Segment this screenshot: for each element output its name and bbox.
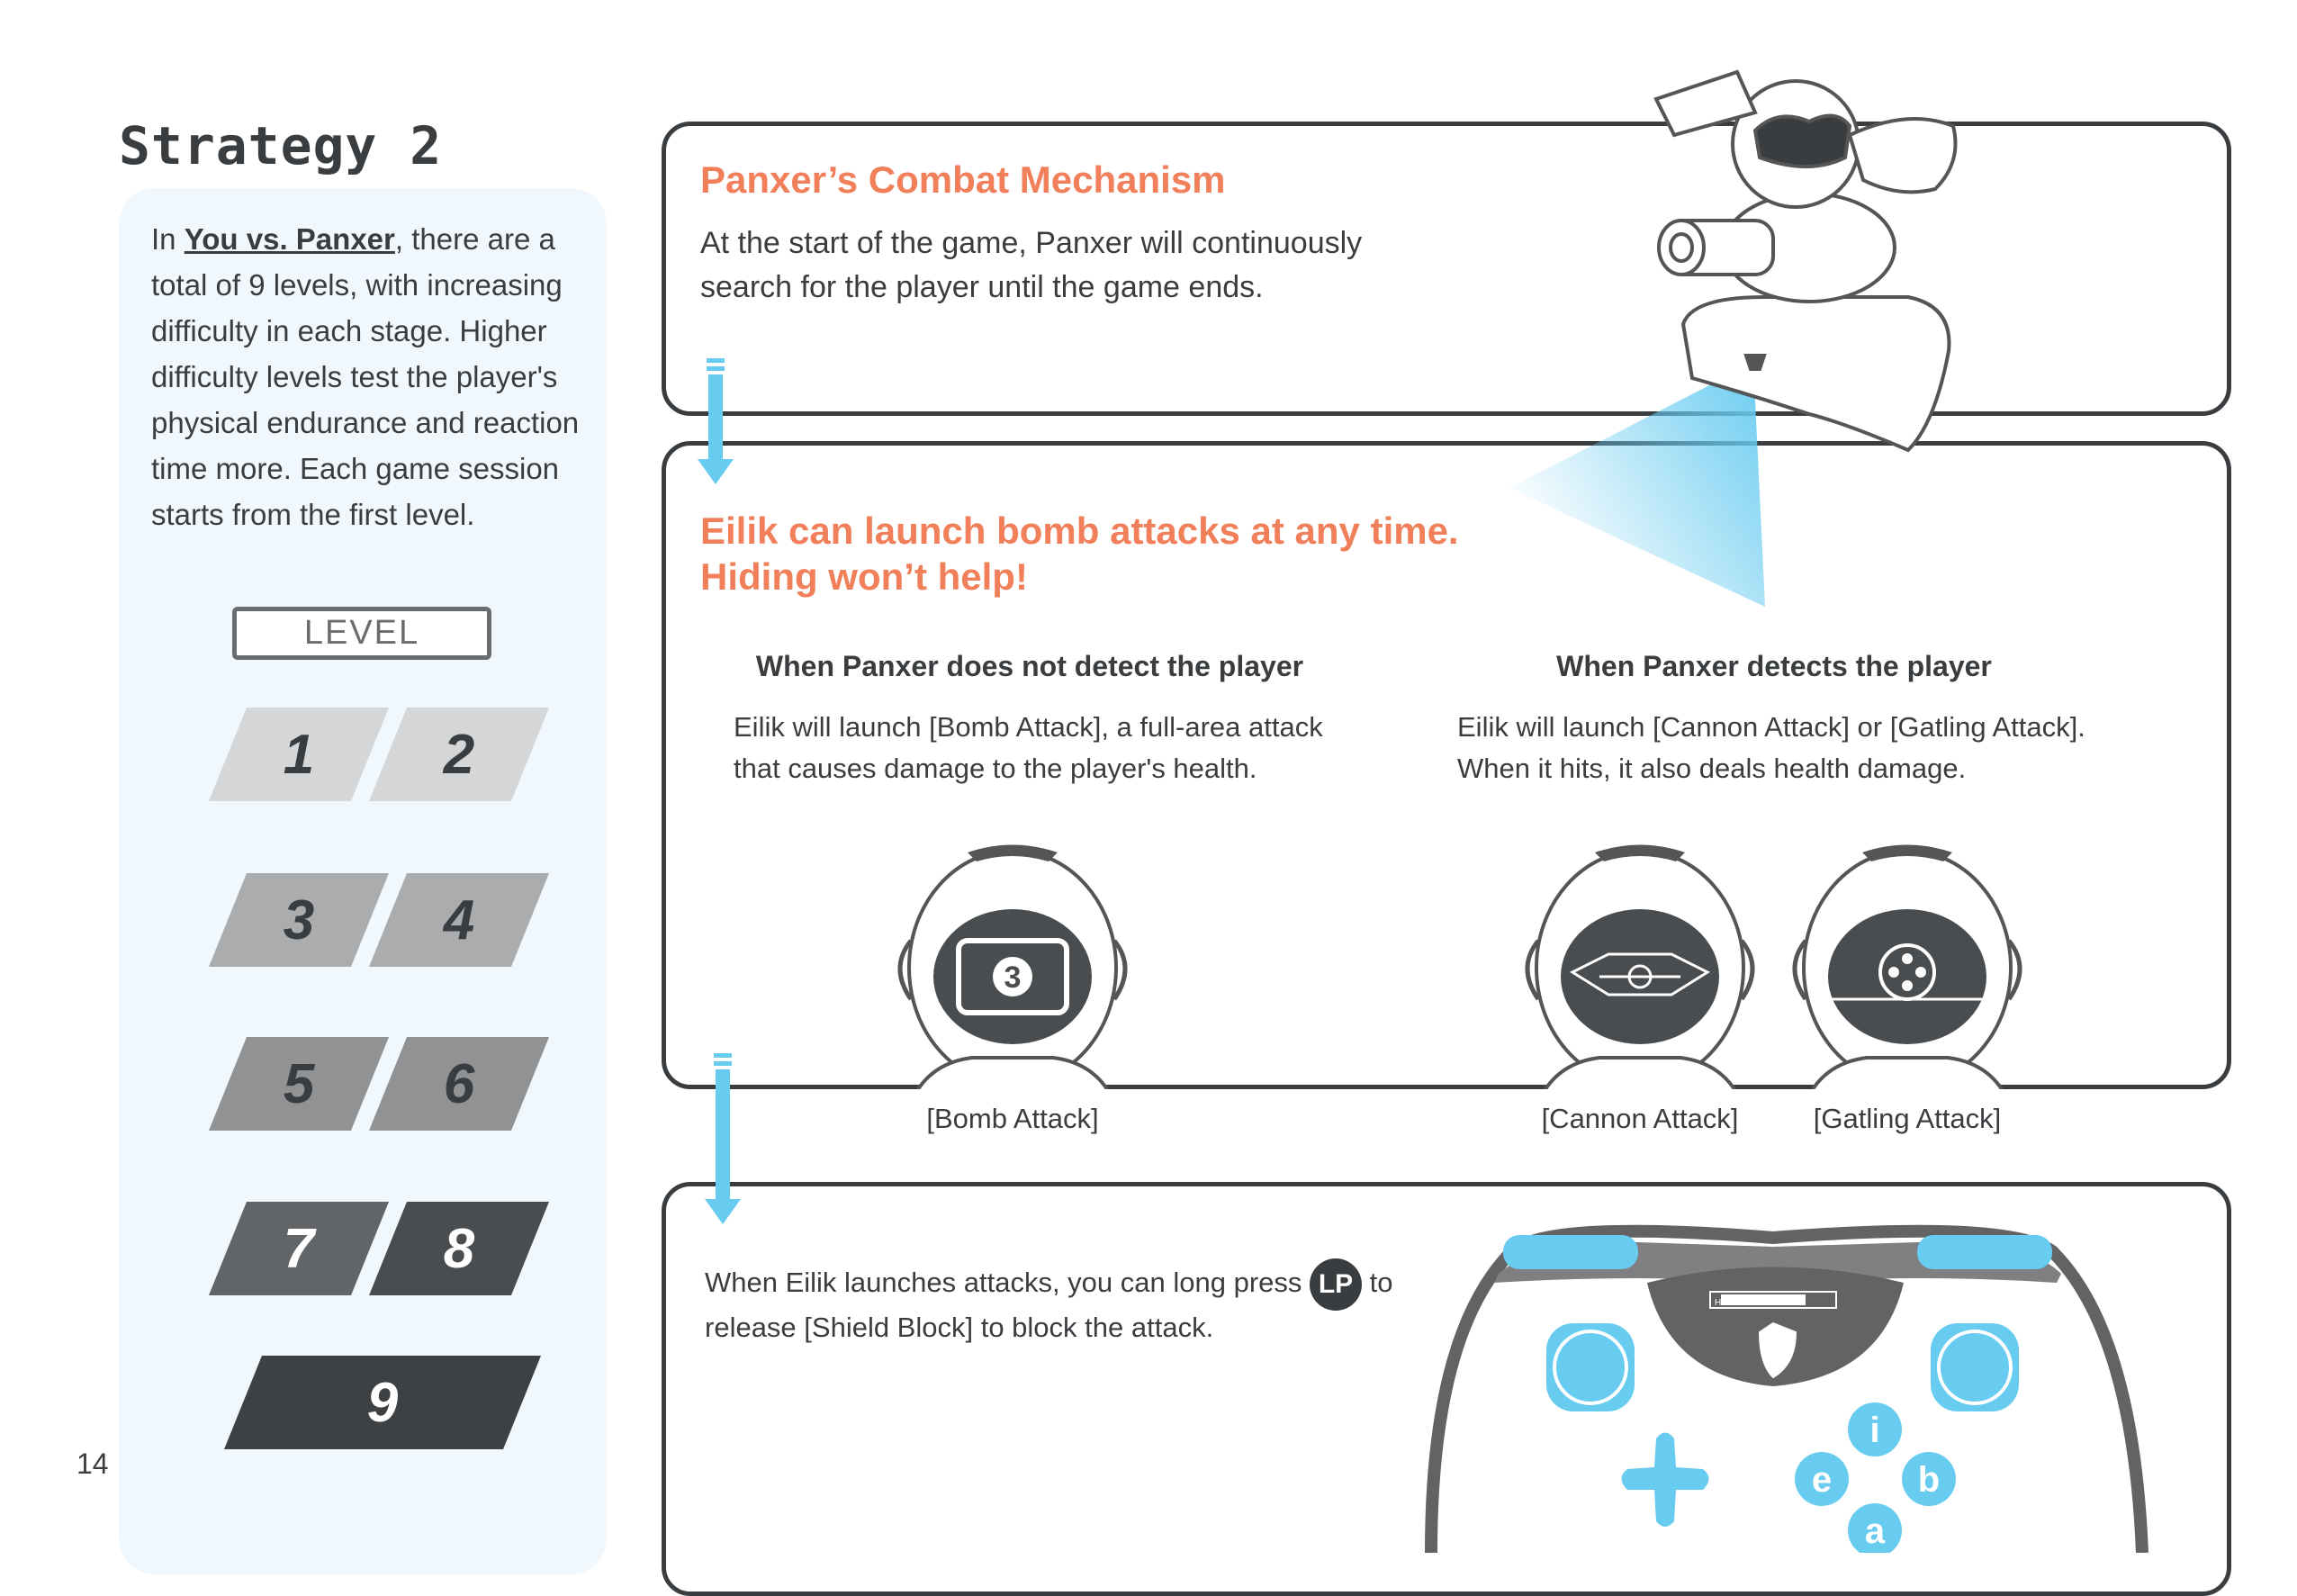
lp-button-icon: LP — [1310, 1258, 1363, 1311]
level-number: 3 — [283, 888, 315, 951]
right-column-text: Eilik will launch [Cannon Attack] or [Ga… — [1457, 707, 2085, 789]
down-arrow-icon — [705, 1053, 741, 1224]
gatling-attack-robot-icon — [1792, 844, 2022, 1089]
section3-line: When Eilik launches attacks, you can lon… — [705, 1267, 1302, 1299]
level-label: LEVEL — [232, 607, 491, 660]
left-text-line: that causes damage to the player's healt… — [734, 753, 1257, 784]
left-speaker-icon — [1546, 1323, 1635, 1411]
level-number: 4 — [443, 888, 475, 951]
intro-prefix: In — [151, 222, 185, 256]
section1-line: search for the player until the game end… — [700, 270, 1264, 304]
level-tile-9: 9 — [223, 1356, 542, 1449]
section2-title-line: Hiding won’t help! — [700, 555, 1028, 598]
intro-text: In You vs. Panxer, there are a total of … — [151, 216, 592, 537]
button-i: i — [1869, 1411, 1879, 1450]
bomb-counter: 3 — [1004, 960, 1022, 995]
bomb-attack-robot-icon: 3 — [897, 844, 1128, 1089]
left-column-text: Eilik will launch [Bomb Attack], a full-… — [734, 707, 1323, 789]
level-number: 7 — [283, 1217, 315, 1280]
right-text-line: When it hits, it also deals health damag… — [1457, 753, 1967, 784]
shield-icon — [1758, 1321, 1797, 1379]
section3-line-end: to — [1369, 1267, 1393, 1299]
hp-bar-fill — [1721, 1294, 1806, 1305]
page-title: Strategy 2 — [119, 115, 443, 176]
down-arrow-icon — [698, 358, 734, 484]
section1-title: Panxer’s Combat Mechanism — [700, 158, 1226, 201]
section2-title-line: Eilik can launch bomb attacks at any tim… — [700, 509, 1459, 552]
button-e: e — [1812, 1460, 1832, 1500]
section1-line: At the start of the game, Panxer will co… — [700, 226, 1363, 260]
combat-mechanism-box — [662, 122, 2231, 416]
cannon-attack-caption: [Cannon Attack] — [1541, 1103, 1739, 1134]
level-number: 6 — [443, 1052, 475, 1115]
level-number: 1 — [283, 723, 315, 786]
button-a: a — [1865, 1511, 1886, 1551]
level-number: 2 — [443, 723, 475, 786]
right-text-line: Eilik will launch [Cannon Attack] or [Ga… — [1457, 711, 2085, 743]
section3-text: When Eilik launches attacks, you can lon… — [705, 1258, 1393, 1345]
hp-label: HP — [1715, 1298, 1727, 1308]
left-column-heading: When Panxer does not detect the player — [755, 650, 1304, 682]
right-column-heading: When Panxer detects the player — [1556, 650, 1992, 682]
cannon-attack-robot-icon — [1525, 844, 1755, 1089]
section3-line: release [Shield Block] to block the atta… — [705, 1312, 1214, 1343]
button-b: b — [1918, 1460, 1940, 1500]
level-number: 8 — [443, 1217, 475, 1280]
section1-text: At the start of the game, Panxer will co… — [700, 221, 1362, 310]
mode-name: You vs. Panxer — [184, 222, 395, 256]
dpad-icon — [1621, 1432, 1709, 1527]
level-number: 5 — [283, 1052, 315, 1115]
level-number: 9 — [366, 1371, 399, 1434]
controller-illustration: HP i e b a — [1425, 1224, 2148, 1553]
page-number: 14 — [77, 1447, 109, 1480]
gatling-attack-caption: [Gatling Attack] — [1813, 1103, 2002, 1134]
intro-body: , there are a total of 9 levels, with in… — [151, 222, 580, 531]
section2-title: Eilik can launch bomb attacks at any tim… — [700, 508, 1459, 600]
bomb-attack-caption: [Bomb Attack] — [926, 1103, 1099, 1134]
right-speaker-icon — [1931, 1323, 2019, 1411]
left-text-line: Eilik will launch [Bomb Attack], a full-… — [734, 711, 1323, 743]
